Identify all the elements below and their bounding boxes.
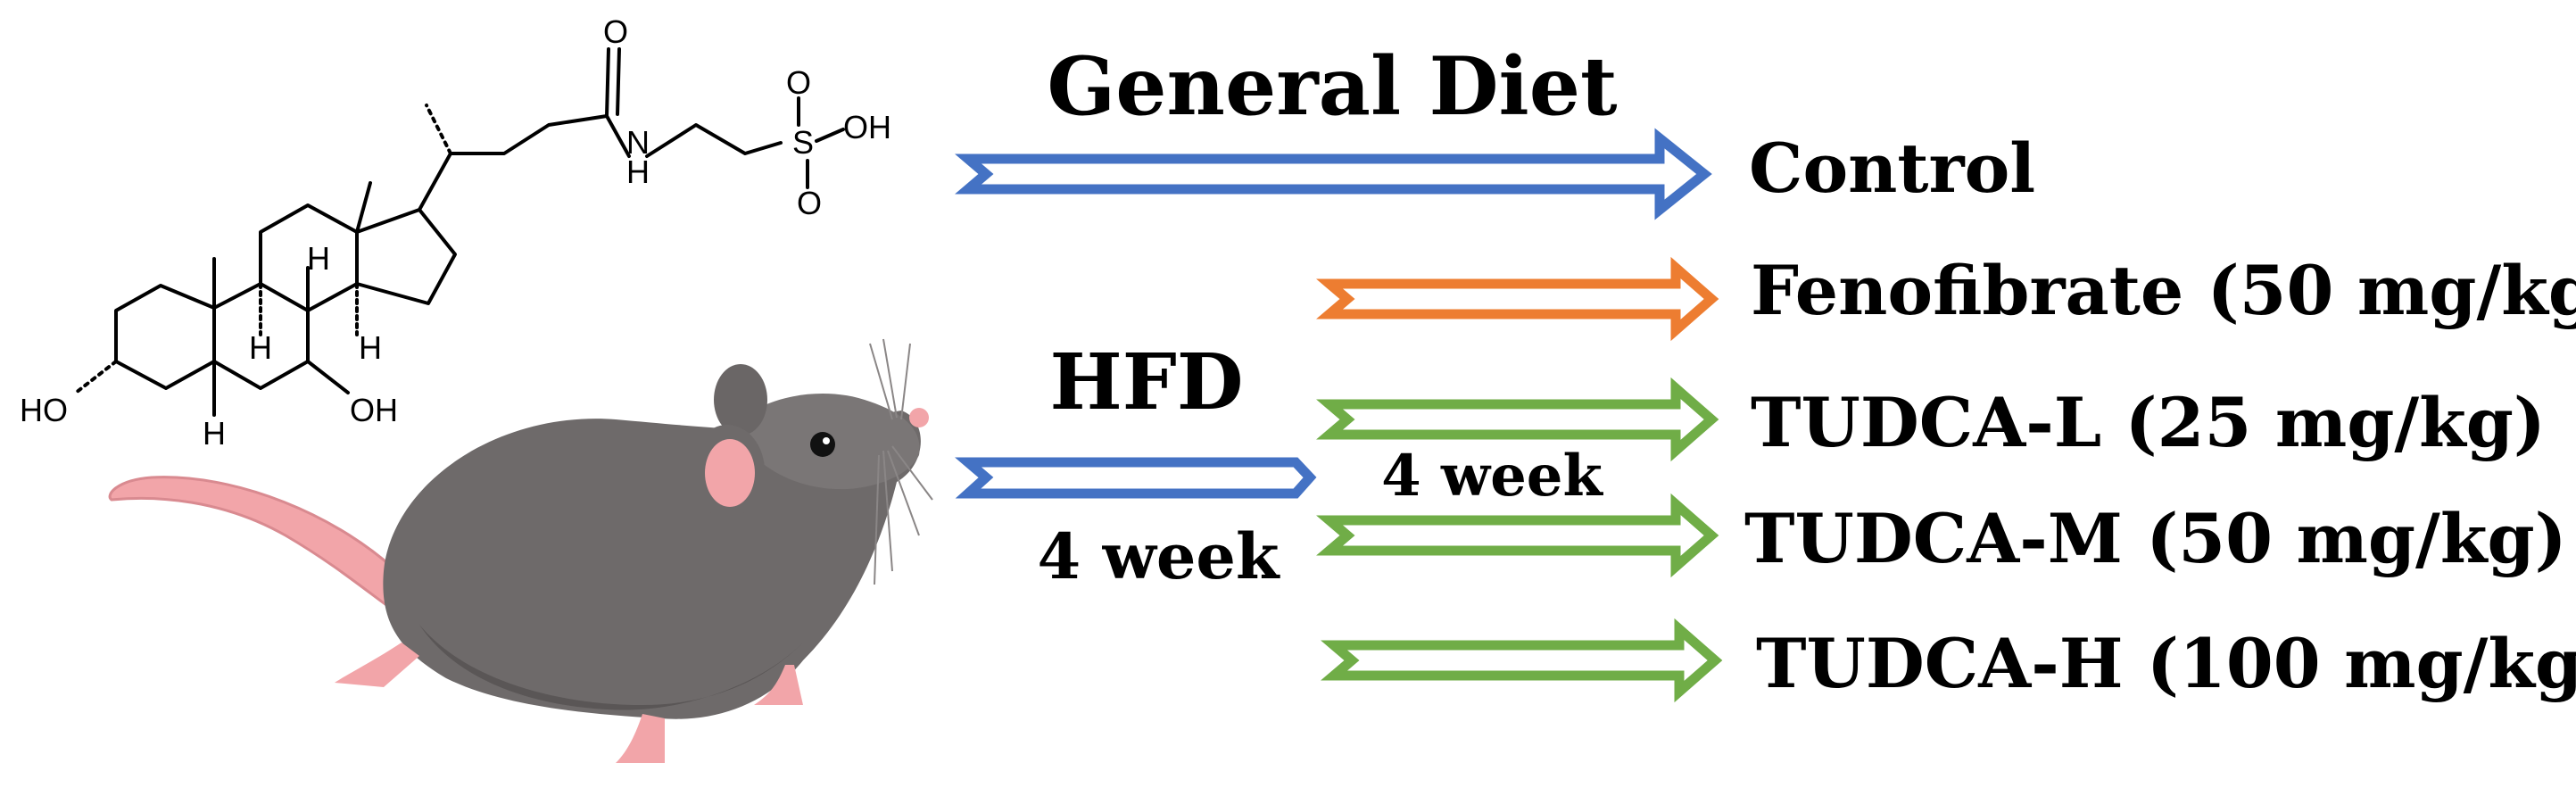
side-chain	[418, 114, 631, 212]
group-label-tudca-h: TUDCA-H (100 mg/kg)	[1756, 624, 2576, 703]
mouse-body	[383, 411, 921, 719]
atom-s: S	[792, 124, 814, 161]
fenofibrate-arrow	[1316, 256, 1719, 342]
treatment-duration-label: 4 week	[1381, 443, 1603, 510]
atom-h5: H	[203, 415, 226, 452]
mouse-belly-shade	[419, 625, 803, 710]
group-label-fenofibrate: Fenofibrate (50 mg/kg)	[1751, 251, 2576, 330]
atom-n: N	[626, 124, 650, 161]
mouse-eye-highlight	[823, 437, 830, 444]
hfd-duration-label: 4 week	[1038, 519, 1280, 593]
atom-s-oh: OH	[843, 109, 891, 145]
ring-d	[355, 208, 457, 305]
hfd-label: HFD	[1050, 337, 1244, 427]
mouse-hind-paw	[335, 643, 419, 687]
oh3-bond	[74, 360, 118, 394]
atom-carbonyl-o: O	[603, 13, 628, 50]
tudca-l-arrow	[1316, 377, 1719, 462]
molecule-structure: O N H S O O OH HO OH H H H H	[20, 13, 891, 452]
ring-b	[212, 282, 310, 390]
side-chain-methyl	[425, 104, 452, 155]
tudca-h-arrow	[1321, 618, 1723, 703]
group-label-tudca-l: TUDCA-L (25 mg/kg)	[1751, 383, 2546, 462]
mouse-illustration	[108, 338, 933, 763]
mouse-eye	[810, 432, 835, 457]
carbonyl-bond-1	[605, 47, 610, 118]
mouse-tail	[108, 476, 408, 618]
mouse-back-ear	[714, 364, 767, 435]
carbonyl-bond-2	[616, 47, 621, 116]
atom-so-bottom: O	[797, 185, 822, 221]
atom-so-top: O	[786, 64, 811, 101]
s-oh	[815, 128, 845, 143]
mouse-whiskers	[869, 338, 933, 585]
hfd-arrow	[955, 457, 1317, 499]
tudca-m-arrow	[1316, 493, 1719, 578]
atom-oh3: HO	[20, 392, 68, 428]
general-diet-label: General Diet	[1047, 39, 1618, 134]
atom-nh-h: H	[626, 153, 650, 190]
mouse-nose	[909, 408, 929, 427]
mouse-hind-paw-2	[616, 714, 665, 763]
atom-h14: H	[359, 329, 382, 366]
ring-c	[259, 203, 359, 312]
taurine-chain	[645, 123, 783, 158]
ring-a	[114, 284, 216, 390]
general-diet-arrow	[955, 128, 1712, 220]
group-label-tudca-m: TUDCA-M (50 mg/kg)	[1744, 499, 2567, 578]
oh7-bond	[306, 360, 350, 394]
atom-h9: H	[307, 240, 330, 277]
mouse-front-paw	[754, 665, 803, 705]
group-label-control: Control	[1749, 129, 2035, 208]
methyl-c13	[355, 181, 372, 234]
atom-oh7: OH	[350, 392, 398, 428]
mouse-ear-inner	[705, 439, 755, 507]
atom-h8: H	[249, 329, 272, 366]
